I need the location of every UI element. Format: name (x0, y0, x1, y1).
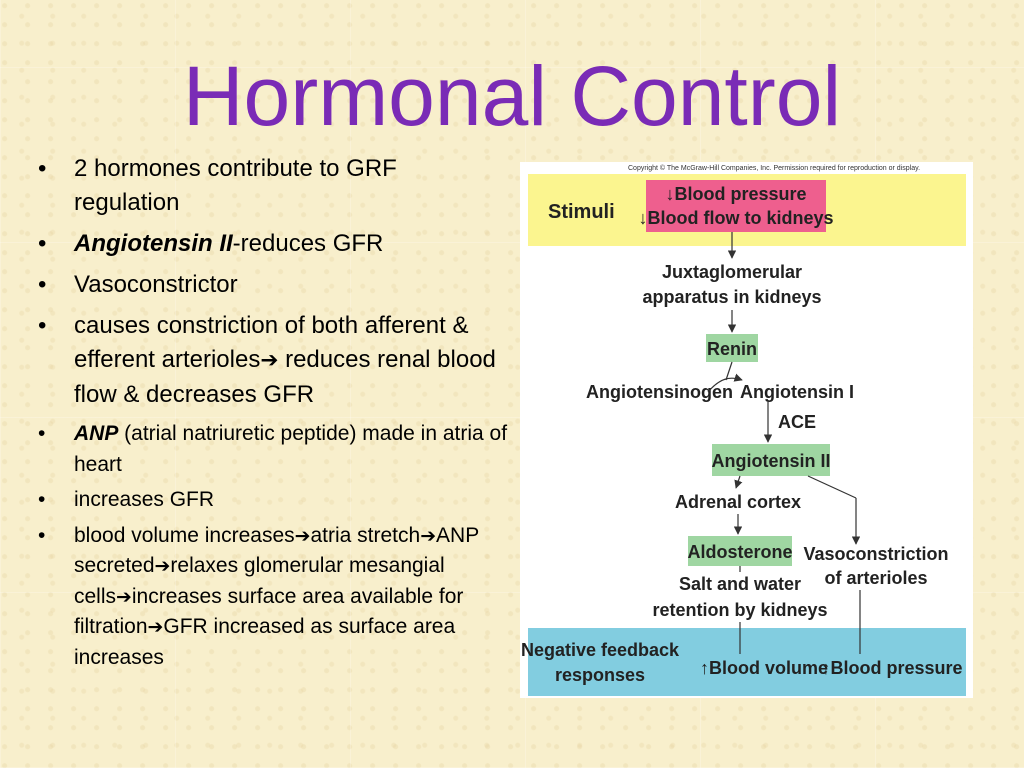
arrow-icon: ➔ (294, 524, 311, 547)
stimuli-box (646, 180, 826, 232)
slide-title: Hormonal Control (182, 49, 842, 143)
raas-diagram: Copyright © The McGraw-Hill Companies, I… (520, 162, 973, 698)
bullet-item: 2 hormones contribute to GRF regulation (38, 152, 508, 220)
arrow-icon: ➔ (116, 585, 132, 608)
bullet-item: Vasoconstrictor (38, 268, 508, 302)
bullet-emphasis: ANP (74, 422, 119, 445)
bullet-text: (atrial natriuretic peptide) made in atr… (74, 422, 508, 476)
arrow-line (725, 361, 733, 381)
aldosterone-box (688, 536, 792, 566)
bullet-item: increases GFR (38, 485, 508, 516)
negative-feedback-line-2: responses (555, 665, 645, 685)
arrow-line (807, 475, 857, 499)
angiotensinogen-label: Angiotensinogen (586, 382, 733, 402)
stimuli-line-1: ↓Blood pressure (665, 184, 806, 204)
vasoconstriction-line-2: of arterioles (824, 568, 927, 588)
bullet-text: 2 hormones contribute to GRF regulation (74, 155, 397, 216)
salt-water-line-1: Salt and water (679, 574, 801, 594)
blood-pressure-label: ↑Blood pressure (821, 658, 962, 678)
arrow-icon: ➔ (147, 616, 164, 638)
angiotensin-ii-box (712, 444, 830, 476)
bullet-text: -reduces GFR (232, 230, 384, 257)
arrow-icon: ➔ (154, 555, 171, 577)
vasoconstriction-line-1: Vasoconstriction (803, 544, 948, 564)
aldosterone-label: Aldosterone (687, 542, 792, 562)
bullet-text: reduces renal blood flow & decreases GFR (74, 346, 496, 408)
bullet-emphasis: Angiotensin II (74, 230, 233, 257)
juxtaglomerular-line-2: apparatus in kidneys (642, 287, 821, 307)
negative-feedback-line-1: Negative feedback (521, 640, 680, 660)
arrow-line (707, 373, 743, 393)
arrow-icon: ➔ (260, 348, 279, 373)
bullet-item: causes constriction of both afferent & e… (38, 309, 508, 412)
stimuli-line-2: ↓Blood flow to kidneys (638, 208, 833, 228)
bullet-text: causes constriction of both afferent & e… (74, 312, 469, 373)
bullet-text: ANP secreted (74, 523, 479, 578)
juxtaglomerular-line-1: Juxtaglomerular (662, 262, 802, 282)
arrow-icon: ➔ (420, 524, 437, 547)
adrenal-cortex-label: Adrenal cortex (675, 492, 801, 512)
angiotensin-i-label: Angiotensin I (740, 382, 854, 402)
angiotensin-ii-label: Angiotensin II (712, 451, 831, 471)
stimuli-label: Stimuli (548, 201, 615, 223)
bullet-list: 2 hormones contribute to GRF regulation … (38, 152, 508, 678)
copyright-text: Copyright © The McGraw-Hill Companies, I… (628, 164, 920, 172)
bullet-text: blood volume increases (74, 523, 295, 547)
ace-label: ACE (778, 412, 816, 432)
bullet-text: atria stretch (310, 523, 421, 547)
bullet-text: increases surface area available for fil… (74, 584, 464, 639)
bullet-item: ANP (atrial natriuretic peptide) made in… (38, 419, 508, 480)
bullet-text: GFR increased as surface area increases (74, 615, 456, 669)
blood-volume-label: ↑Blood volume (700, 658, 828, 678)
bullet-text: increases GFR (74, 488, 215, 511)
feedback-band (528, 628, 966, 696)
renin-box (706, 334, 758, 362)
bullet-item: blood volume increases➔atria stretch➔ANP… (38, 521, 508, 674)
bullet-text: relaxes glomerular mesangial cells (74, 554, 445, 608)
bullet-text: Vasoconstrictor (74, 271, 238, 298)
salt-water-line-2: retention by kidneys (652, 600, 827, 620)
arrow-line (734, 475, 743, 489)
bullet-item: Angiotensin II-reduces GFR (38, 227, 508, 261)
renin-label: Renin (707, 339, 757, 359)
